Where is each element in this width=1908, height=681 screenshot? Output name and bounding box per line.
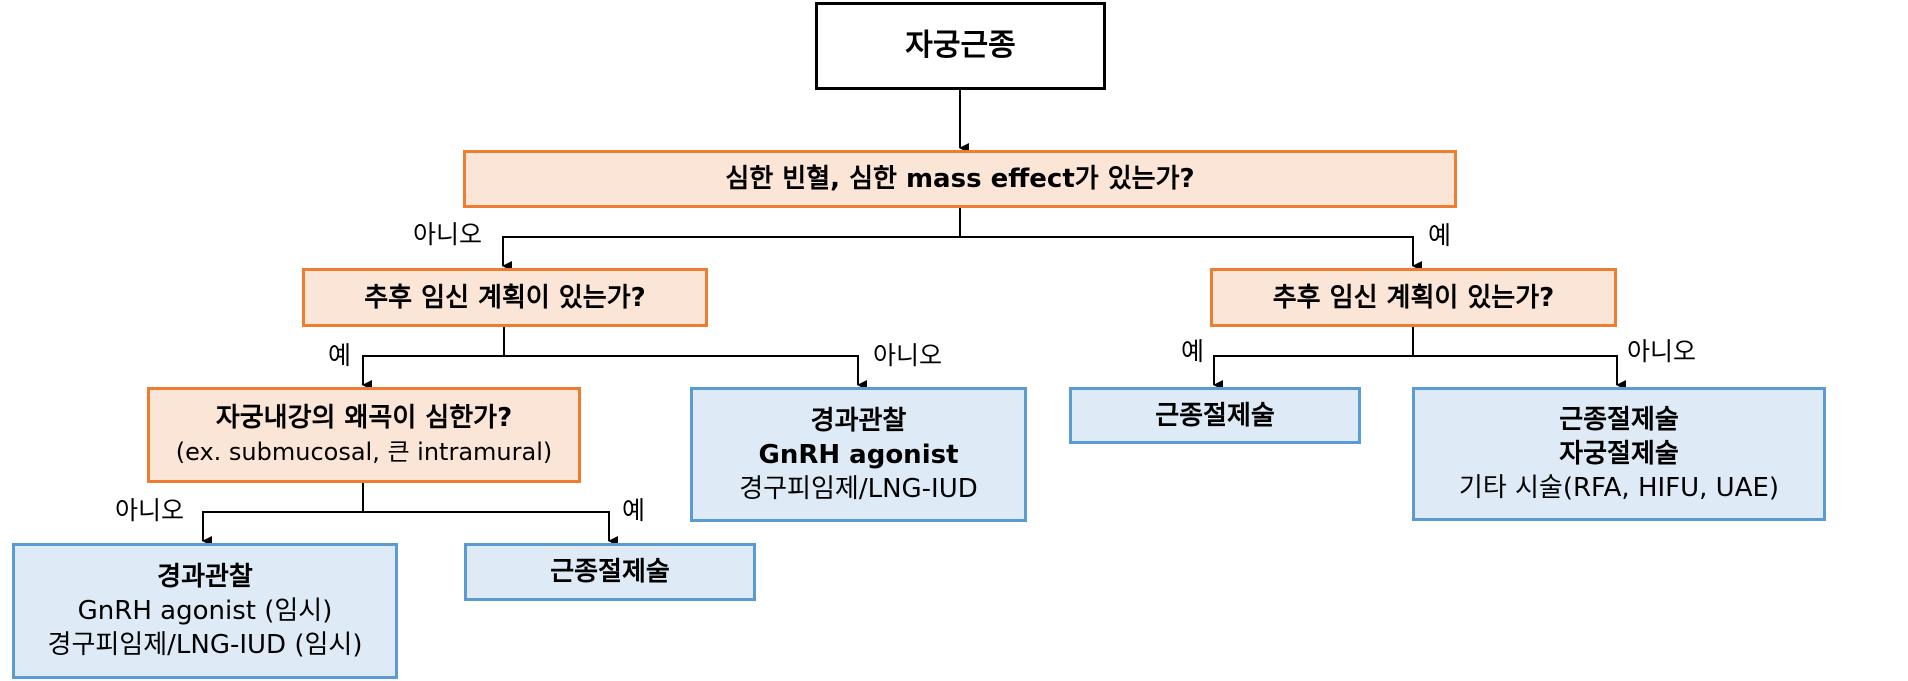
edge-preg-left-no (504, 355, 867, 390)
answer-line-3: 경구피임제/LNG-IUD (임시) (47, 630, 363, 660)
edge-label-preg-right-yes: 예 (1181, 337, 1205, 366)
question-text: 추후 임신 계획이 있는가? (1272, 282, 1555, 313)
edge-label-distortion-yes: 예 (622, 496, 646, 525)
answer-line-1: 근종절제술 (1155, 400, 1275, 431)
question-text: 추후 임신 계획이 있는가? (364, 282, 646, 313)
edge-label-preg-left-no: 아니오 (873, 341, 943, 370)
edge-label-preg-right-no: 아니오 (1627, 337, 1697, 366)
edge-label-severe-no: 아니오 (413, 220, 483, 249)
answer-myomectomy-right: 근종절제술 (1069, 387, 1361, 444)
edge-label-preg-left-yes: 예 (328, 341, 352, 370)
answer-observation-left: 경과관찰 GnRH agonist (임시) 경구피임제/LNG-IUD (임시… (12, 543, 398, 679)
root-node: 자궁근종 (815, 2, 1106, 90)
answer-line-2: GnRH agonist (758, 439, 959, 470)
edge-distortion-no (202, 511, 363, 546)
question-text: 심한 빈혈, 심한 mass effect가 있는가? (725, 164, 1195, 194)
edge-label-distortion-no: 아니오 (115, 496, 185, 525)
answer-line-2: 자궁절제술 (1559, 439, 1679, 469)
answer-surgery-options-right: 근종절제술 자궁절제술 기타 시술(RFA, HIFU, UAE) (1412, 387, 1826, 521)
answer-line-1: 경과관찰 (810, 405, 907, 436)
edge-severe-no (502, 236, 960, 271)
edge-distortion-yes (363, 511, 618, 546)
question-example: (ex. submucosal, 큰 intramural) (175, 438, 553, 466)
edge-preg-right-yes (1213, 355, 1413, 390)
question-severe-symptoms: 심한 빈혈, 심한 mass effect가 있는가? (463, 150, 1457, 208)
edge-severe-yes (960, 236, 1422, 271)
answer-observation-mid: 경과관찰 GnRH agonist 경구피임제/LNG-IUD (690, 387, 1027, 522)
answer-line-3: 경구피임제/LNG-IUD (739, 473, 978, 504)
edge-label-severe-yes: 예 (1428, 221, 1452, 250)
answer-line-1: 근종절제술 (1559, 405, 1679, 435)
answer-line-2: GnRH agonist (임시) (77, 596, 333, 626)
question-pregnancy-plan-right: 추후 임신 계획이 있는가? (1210, 268, 1617, 327)
edge-preg-left-yes (362, 355, 504, 390)
root-title: 자궁근종 (905, 28, 1016, 63)
edge-preg-right-no (1413, 355, 1626, 390)
question-pregnancy-plan-left: 추후 임신 계획이 있는가? (302, 268, 708, 327)
answer-line-1: 근종절제술 (550, 557, 670, 587)
question-text: 자궁내강의 왜곡이 심한가? (215, 403, 513, 433)
question-cavity-distortion: 자궁내강의 왜곡이 심한가? (ex. submucosal, 큰 intram… (147, 387, 581, 483)
answer-line-3: 기타 시술(RFA, HIFU, UAE) (1458, 473, 1780, 503)
answer-line-1: 경과관찰 (157, 562, 253, 592)
answer-myomectomy-left: 근종절제술 (464, 543, 756, 601)
